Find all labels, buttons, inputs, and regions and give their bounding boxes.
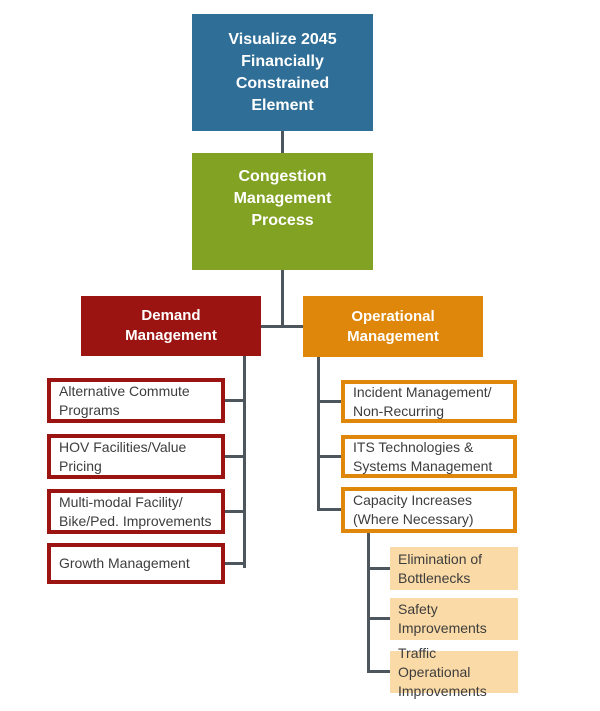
node-hov-facilities-value-pricing: HOV Facilities/Value Pricing [47, 434, 225, 479]
connector-demand-stub-1 [225, 399, 243, 402]
node-capacity-increases: Capacity Increases (Where Necessary) [341, 487, 517, 533]
connector-demand-stub-3 [225, 510, 243, 513]
connector-operational-stub-2 [317, 455, 341, 458]
node-its-technologies: ITS Technologies & Systems Management [341, 435, 517, 478]
connector-root-process [281, 131, 284, 153]
node-alternative-commute-programs: Alternative Commute Programs [47, 378, 225, 423]
connector-capacity-stub-2 [367, 617, 390, 620]
connector-operational-stub-1 [317, 400, 341, 403]
node-elimination-of-bottlenecks: Elimination of Bottlenecks [390, 547, 518, 590]
connector-demand-spine [243, 356, 246, 568]
node-demand-management: Demand Management [81, 296, 261, 356]
node-congestion-management-process: Congestion Management Process [192, 153, 373, 270]
node-growth-management: Growth Management [47, 543, 225, 584]
connector-operational-spine [317, 357, 320, 511]
node-incident-management: Incident Management/ Non-Recurring [341, 380, 517, 423]
node-safety-improvements: Safety Improvements [390, 598, 518, 640]
connector-capacity-stub-1 [367, 567, 390, 570]
connector-capacity-stub-3 [367, 670, 390, 673]
connector-operational-stub-3 [317, 508, 341, 511]
node-multi-modal-facility: Multi-modal Facility/ Bike/Ped. Improvem… [47, 489, 225, 534]
connector-capacity-spine [367, 533, 370, 672]
node-traffic-operational-improvements: Traffic Operational Improvements [390, 645, 518, 699]
connector-demand-stub-2 [225, 455, 243, 458]
node-operational-management: Operational Management [303, 296, 483, 357]
connector-branches-horizontal [261, 325, 303, 328]
node-visualize-2045: Visualize 2045 Financially Constrained E… [192, 14, 373, 131]
connector-process-branches-vertical [281, 270, 284, 328]
connector-demand-stub-4 [225, 562, 243, 565]
